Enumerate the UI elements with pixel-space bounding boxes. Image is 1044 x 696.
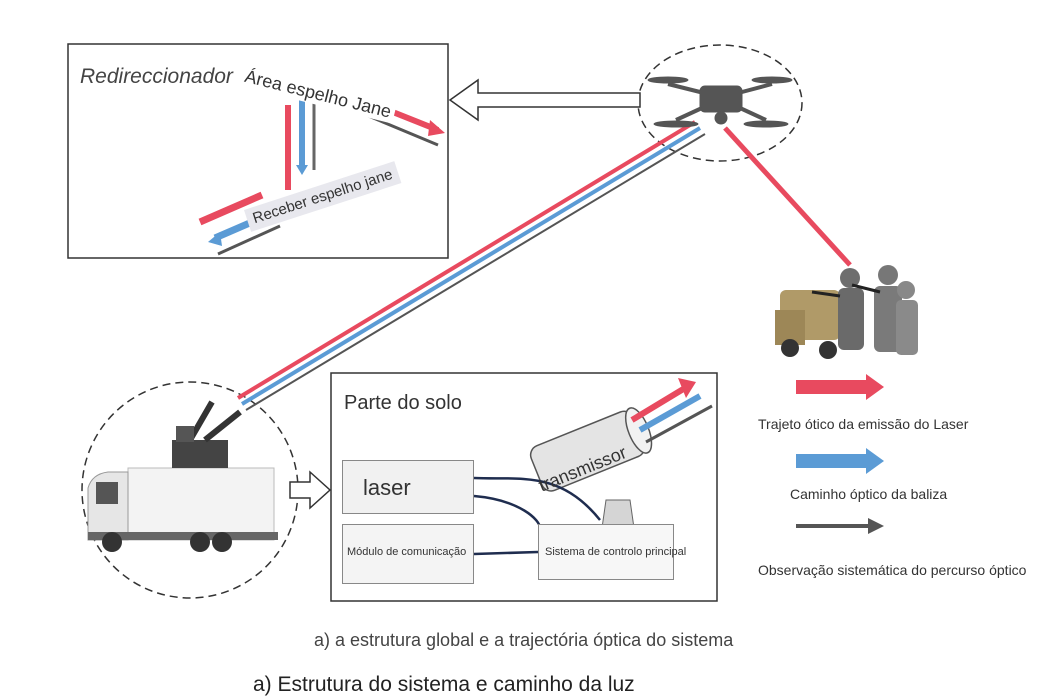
legend-arrows [796, 374, 884, 534]
comm-module-box: Módulo de comunicação [342, 524, 474, 584]
main-caption: a) Estrutura do sistema e caminho da luz [253, 673, 635, 696]
long-beam [236, 120, 706, 411]
legend-label-beacon: Caminho óptico da baliza [790, 486, 948, 502]
legend-label-laser: Trajeto ótico da emissão do Laser [758, 416, 969, 432]
legend-label-observation: Observação sistemática do percurso óptic… [758, 562, 1027, 578]
main-control-box: Sistema de controlo principal [538, 524, 686, 580]
laser-to-target-beam [723, 126, 852, 267]
redirector-title: Redireccionador [80, 65, 233, 88]
hollow-arrow-truck-to-ground [289, 470, 332, 510]
drone-icon [647, 76, 793, 128]
soldiers-icon [775, 265, 918, 359]
laser-label: laser [363, 475, 411, 500]
truck-icon [87, 400, 278, 552]
laser-box: laser [342, 460, 474, 514]
comm-module-label: Módulo de comunicação [347, 546, 467, 558]
sub-caption: a) a estrutura global e a trajectória óp… [314, 630, 734, 650]
ground-title: Parte do solo [344, 392, 462, 414]
main-control-label: Sistema de controlo principal [545, 546, 687, 558]
hollow-arrow-drone-to-redirector [448, 78, 641, 122]
transmitter-beams [630, 378, 713, 444]
